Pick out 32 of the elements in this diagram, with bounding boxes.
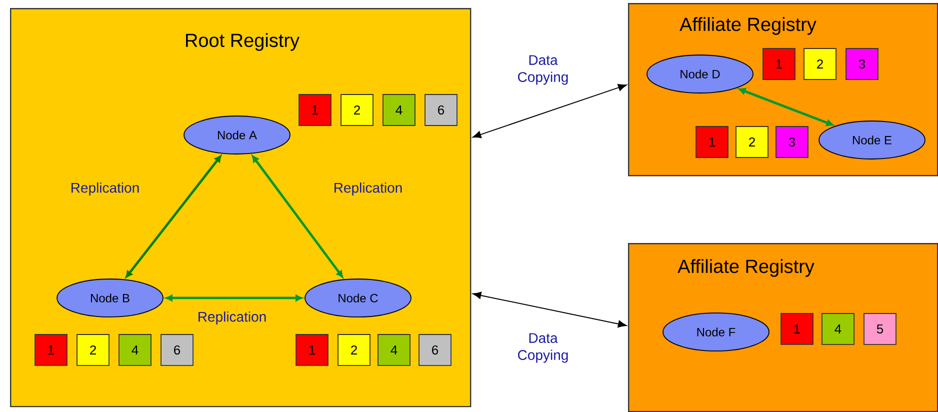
number-square: 1 — [298, 94, 332, 126]
number-square: 4 — [118, 334, 152, 366]
number-square: 2 — [338, 334, 370, 366]
arrow — [472, 84, 627, 138]
number-square: 3 — [846, 48, 878, 80]
number-square: 1 — [780, 313, 814, 345]
edge-label: Data Copying — [518, 55, 568, 85]
edge-label: Data Copying — [518, 333, 568, 363]
edge-label: Replication — [334, 182, 402, 196]
number-square: 4 — [378, 334, 410, 366]
number-square: 4 — [822, 313, 854, 345]
number-square: 5 — [864, 313, 896, 345]
number-square: 1 — [696, 126, 728, 158]
number-square: 2 — [736, 126, 768, 158]
edge-label: Replication — [198, 311, 266, 324]
arrow — [166, 294, 302, 302]
arrow — [472, 292, 627, 328]
number-square: 1 — [34, 334, 68, 366]
arrow — [252, 155, 344, 278]
number-square: 1 — [296, 334, 328, 366]
arrow — [126, 155, 222, 278]
number-square: 1 — [762, 48, 796, 80]
number-square: 6 — [160, 334, 194, 366]
number-square: 2 — [340, 94, 374, 126]
arrow — [738, 88, 834, 126]
number-square: 2 — [804, 48, 836, 80]
edge-label: Replication — [72, 182, 139, 196]
number-square: 6 — [424, 94, 458, 126]
number-square: 3 — [776, 126, 808, 158]
number-square: 4 — [382, 94, 416, 126]
number-square: 2 — [76, 334, 110, 366]
number-square: 6 — [418, 334, 452, 366]
